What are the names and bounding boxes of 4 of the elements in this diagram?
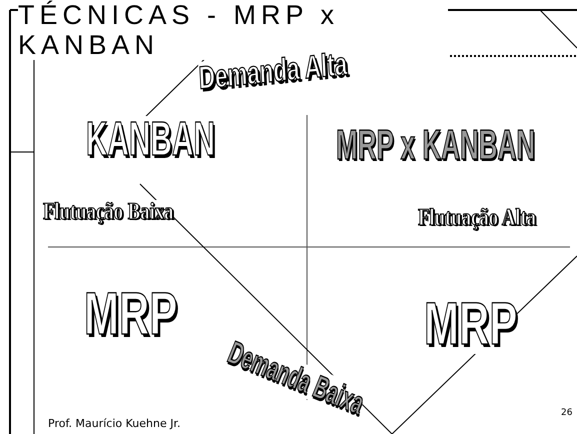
author-footer: Prof. Maurício Kuehne Jr. (48, 418, 180, 429)
page-number: 26 (561, 409, 572, 418)
axis-label: Flutuação Baixa (43, 200, 174, 224)
axis-label: Flutuação Alta (418, 206, 536, 230)
